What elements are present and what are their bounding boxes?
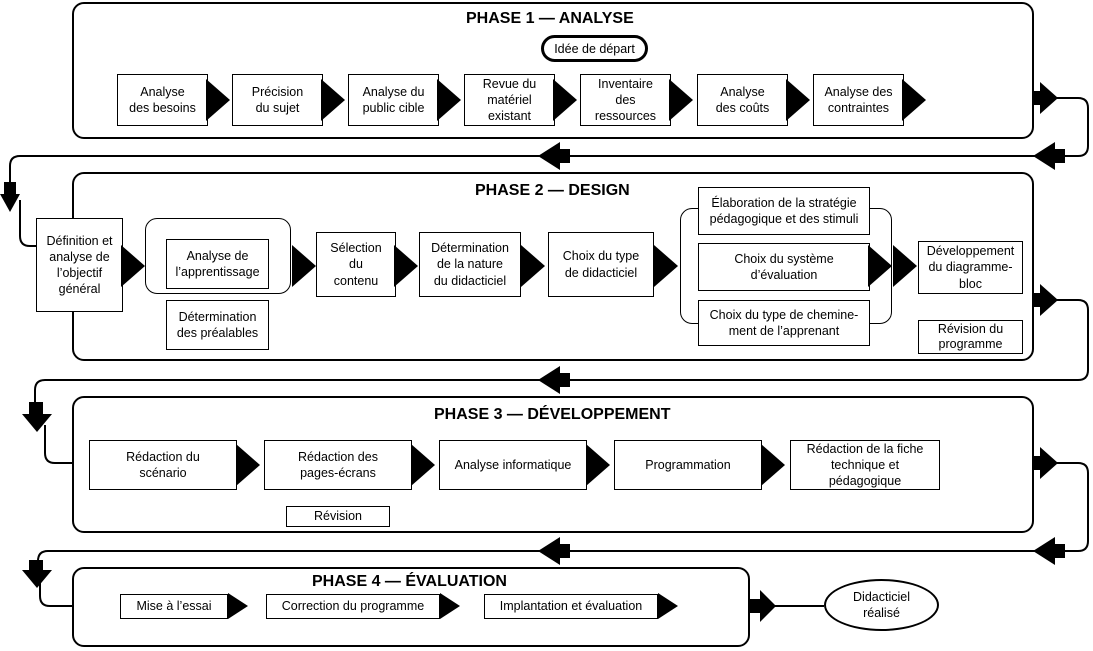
evaluation-system-choice: Choix du système d’évaluation xyxy=(698,243,870,291)
flow-arrow xyxy=(292,245,316,287)
pages-revision: Révision xyxy=(286,506,390,527)
flow-arrow xyxy=(394,245,418,287)
objective-definition: Définition et analyse de l’objectif géné… xyxy=(36,218,123,312)
phase-3-step-2: Rédaction des pages-écrans xyxy=(264,440,412,490)
phase-4-step-3: Implantation et évaluation xyxy=(484,594,658,619)
learning-analysis: Analyse de l’apprentissage xyxy=(166,239,269,289)
phase-3-step-5: Rédaction de la fiche technique et pédag… xyxy=(790,440,940,490)
start-idea: Idée de départ xyxy=(541,35,648,62)
prerequisites-determination: Détermination des préalables xyxy=(166,300,269,350)
phase-2-title: PHASE 2 — DESIGN xyxy=(475,182,630,199)
phase-3-step-1: Rédaction du scénario xyxy=(89,440,237,490)
flow-arrow xyxy=(411,444,435,486)
learner-path-choice: Choix du type de chemine- ment de l’appr… xyxy=(698,300,870,346)
flow-arrow xyxy=(321,79,345,121)
flow-arrow xyxy=(206,79,230,121)
flow-arrow xyxy=(121,245,145,287)
phase-1-step-5: Inventaire des ressources xyxy=(580,74,671,126)
flow-arrow xyxy=(893,245,917,287)
flow-arrow xyxy=(902,79,926,121)
finished-tutorial: Didacticiel réalisé xyxy=(824,579,939,631)
block-diagram-development: Développement du diagramme- bloc xyxy=(918,241,1023,294)
phase-3-title: PHASE 3 — DÉVELOPPEMENT xyxy=(434,406,671,423)
program-revision: Révision du programme xyxy=(918,320,1023,354)
flow-arrow xyxy=(440,593,460,619)
flow-arrow xyxy=(868,245,892,287)
phase-4-title: PHASE 4 — ÉVALUATION xyxy=(312,573,507,590)
flow-arrow xyxy=(654,245,678,287)
flow-arrow xyxy=(437,79,461,121)
flow-arrow xyxy=(658,593,678,619)
flow-arrow xyxy=(228,593,248,619)
phase-4-step-1: Mise à l’essai xyxy=(120,594,228,619)
flow-arrow xyxy=(586,444,610,486)
nature-determination: Détermination de la nature du didacticie… xyxy=(419,232,521,297)
flow-arrow xyxy=(761,444,785,486)
flow-arrow xyxy=(553,79,577,121)
strategy-elaboration: Élaboration de la stratégie pédagogique … xyxy=(698,187,870,235)
flow-arrow xyxy=(521,245,545,287)
flow-arrow xyxy=(786,79,810,121)
phase-1-step-2: Précision du sujet xyxy=(232,74,323,126)
phase-1-step-3: Analyse du public cible xyxy=(348,74,439,126)
phase-3-step-3: Analyse informatique xyxy=(439,440,587,490)
tutorial-type-choice: Choix du type de didacticiel xyxy=(548,232,654,297)
phase-1-step-6: Analyse des coûts xyxy=(697,74,788,126)
phase-3-step-4: Programmation xyxy=(614,440,762,490)
phase-1-step-4: Revue du matériel existant xyxy=(464,74,555,126)
phase-1-step-1: Analyse des besoins xyxy=(117,74,208,126)
phase-1-step-7: Analyse des contraintes xyxy=(813,74,904,126)
phase-1-title: PHASE 1 — ANALYSE xyxy=(466,10,634,27)
flow-arrow xyxy=(669,79,693,121)
content-selection: Sélection du contenu xyxy=(316,232,396,297)
phase-4-step-2: Correction du programme xyxy=(266,594,440,619)
flow-arrow xyxy=(236,444,260,486)
